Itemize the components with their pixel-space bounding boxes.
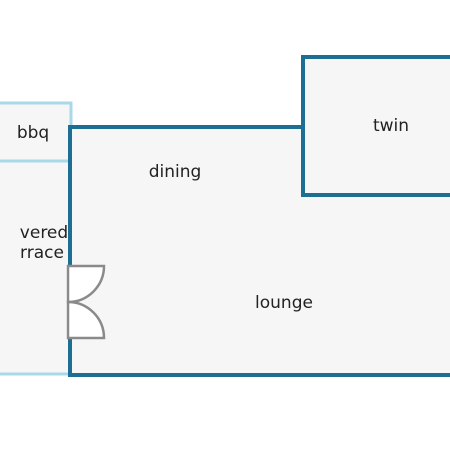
covered-terrace-area	[0, 159, 73, 376]
room-label-lounge: lounge	[255, 293, 313, 313]
double-door[interactable]	[66, 264, 106, 340]
room-label-covered-terrace-line2: rrace	[20, 243, 64, 263]
outdoor-area	[0, 101, 73, 376]
door-leaf-lower[interactable]	[66, 300, 106, 340]
room-label-twin: twin	[373, 116, 409, 136]
room-label-dining: dining	[149, 162, 202, 182]
room-label-covered-terrace-line1: vered	[20, 223, 68, 243]
room-label-bbq: bbq	[17, 123, 49, 143]
twin-room-wall	[301, 55, 450, 197]
